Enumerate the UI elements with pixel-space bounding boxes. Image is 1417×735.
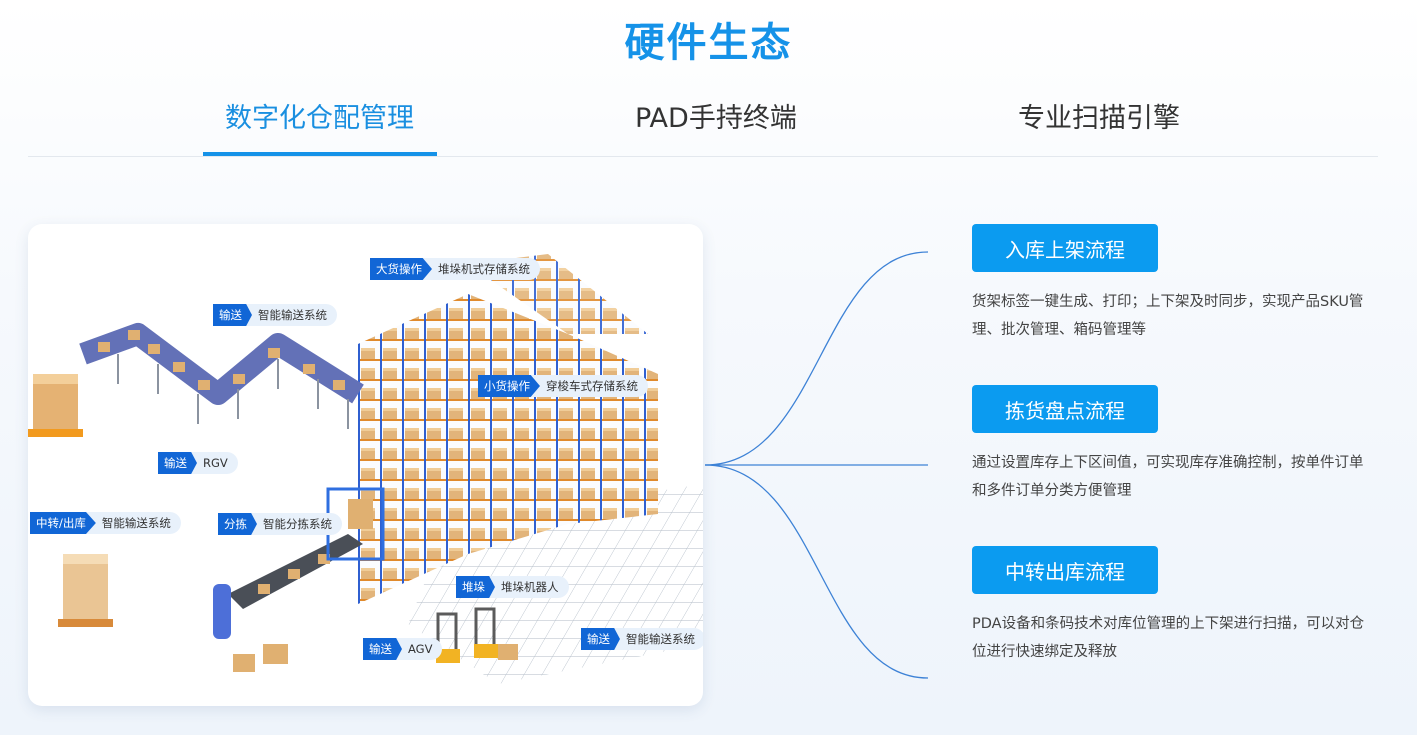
flow-inbound: 入库上架流程 货架标签一键生成、打印；上下架及时同步，实现产品SKU管理、批次管… xyxy=(972,224,1392,344)
picking-flow-button[interactable]: 拣货盘点流程 xyxy=(972,385,1158,433)
pallet-stack-top-left xyxy=(28,374,83,437)
flow-outbound: 中转出库流程 PDA设备和条码技术对库位管理的上下架进行扫描，可以对仓位进行快速… xyxy=(972,546,1392,666)
label-sorting-system: 分拣智能分拣系统 xyxy=(218,513,342,535)
conveyor-legs xyxy=(117,354,349,429)
outbound-flow-desc: PDA设备和条码技术对库位管理的上下架进行扫描，可以对仓位进行快速绑定及释放 xyxy=(972,616,1365,660)
picking-flow-desc: 通过设置库存上下区间值，可实现库存准确控制，按单件订单和多件订单分类方便管理 xyxy=(972,455,1364,499)
pallet-stack-bottom-left xyxy=(58,554,113,627)
label-stacking-robot: 堆垛堆垛机器人 xyxy=(456,576,569,598)
rack-block-right xyxy=(568,334,658,524)
flow-connector-lines xyxy=(704,251,929,679)
active-tab-indicator xyxy=(203,152,437,156)
label-conveyor-system: 输送智能输送系统 xyxy=(213,304,337,326)
sorting-boxes xyxy=(233,554,330,672)
tab-digital-warehouse[interactable]: 数字化仓配管理 xyxy=(225,103,414,134)
tab-bar: 数字化仓配管理 PAD手持终端 专业扫描引擎 xyxy=(28,80,1378,157)
sorting-robot xyxy=(213,584,231,639)
conveyor-belt xyxy=(79,323,364,405)
label-conveyor-system-2: 输送智能输送系统 xyxy=(581,628,703,650)
rack-block-center xyxy=(468,294,568,554)
label-transfer-outbound: 中转/出库智能输送系统 xyxy=(30,512,181,534)
cage-box xyxy=(348,499,373,529)
label-shuttle-storage: 小货操作穿梭车式存储系统 xyxy=(478,375,648,397)
label-stacker-storage: 大货操作堆垛机式存储系统 xyxy=(370,258,540,280)
inbound-flow-desc: 货架标签一键生成、打印；上下架及时同步，实现产品SKU管理、批次管理、箱码管理等 xyxy=(972,294,1364,338)
tab-scan-engine[interactable]: 专业扫描引擎 xyxy=(1018,103,1180,134)
rack-block-left xyxy=(358,294,468,604)
tab-pad-terminal[interactable]: PAD手持终端 xyxy=(635,103,797,134)
flow-picking: 拣货盘点流程 通过设置库存上下区间值，可实现库存准确控制，按单件订单和多件订单分… xyxy=(972,385,1392,505)
agv-forklifts xyxy=(436,607,518,663)
inbound-flow-button[interactable]: 入库上架流程 xyxy=(972,224,1158,272)
outbound-flow-button[interactable]: 中转出库流程 xyxy=(972,546,1158,594)
page-title: 硬件生态 xyxy=(624,20,793,66)
conveyor-boxes xyxy=(98,330,345,390)
